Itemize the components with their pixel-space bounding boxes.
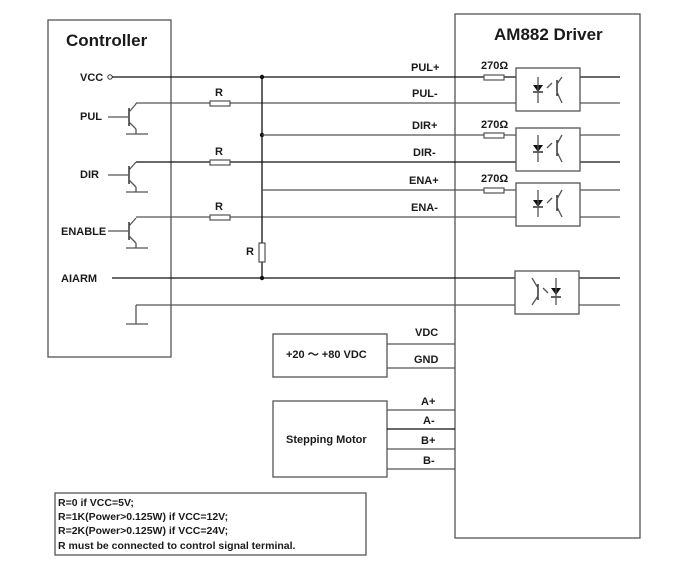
- notes-box: [54, 492, 367, 556]
- junction: [259, 275, 265, 281]
- driver-title: AM882 Driver: [494, 25, 603, 44]
- resistor-pul: [209, 100, 231, 107]
- resistor-alarm-label: R: [246, 246, 254, 258]
- pin-dir-label: DIR: [80, 169, 99, 181]
- note-line: R=0 if VCC=5V;: [58, 497, 134, 509]
- transistor-pul: [108, 103, 148, 135]
- junction: [259, 74, 265, 80]
- driver-input-pul-minus: PUL-: [412, 88, 438, 100]
- optocoupler-dir: [515, 127, 581, 172]
- note-line: R must be connected to control signal te…: [58, 540, 296, 552]
- driver-input-ena-plus: ENA+: [409, 175, 439, 187]
- vcc-terminal: [107, 74, 113, 80]
- transistor-enable: [108, 217, 148, 249]
- power-supply-label: +20 ～ +80 VDC: [286, 349, 367, 361]
- resistor-270-label: 270Ω: [481, 173, 508, 185]
- pin-enable-label: ENABLE: [61, 226, 106, 238]
- note-line: R=1K(Power>0.125W) if VCC=12V;: [58, 511, 228, 523]
- driver-input-dir-plus: DIR+: [412, 120, 437, 132]
- driver-a-plus-label: A+: [421, 396, 435, 408]
- resistor-enable-label: R: [215, 201, 223, 213]
- driver-input-pul-plus: PUL+: [411, 62, 439, 74]
- pin-vcc-label: VCC: [80, 72, 103, 84]
- resistor-pul-label: R: [215, 87, 223, 99]
- resistor-270-ena: [483, 187, 505, 194]
- driver-a-minus-label: A-: [423, 415, 435, 427]
- driver-b-minus-label: B-: [423, 455, 435, 467]
- resistor-dir-label: R: [215, 146, 223, 158]
- controller-box: [47, 19, 172, 358]
- driver-b-plus-label: B+: [421, 435, 435, 447]
- optocoupler-pul: [515, 67, 581, 112]
- driver-input-dir-minus: DIR-: [413, 147, 436, 159]
- driver-input-ena-minus: ENA-: [411, 202, 438, 214]
- power-supply-box: [272, 333, 388, 378]
- ground-symbol: [126, 305, 148, 325]
- resistor-270-pul: [483, 74, 505, 81]
- resistor-270-label: 270Ω: [481, 60, 508, 72]
- pin-alarm-label: AIARM: [61, 273, 97, 285]
- driver-vdc-label: VDC: [415, 327, 438, 339]
- driver-gnd-label: GND: [414, 354, 439, 366]
- pin-pul-label: PUL: [80, 111, 102, 123]
- transistor-dir: [108, 161, 148, 193]
- controller-title: Controller: [66, 31, 148, 50]
- optocoupler-ena: [515, 182, 581, 227]
- stepping-motor-label: Stepping Motor: [286, 434, 367, 446]
- resistor-alarm: [258, 242, 266, 263]
- resistor-enable: [209, 214, 231, 221]
- resistor-dir: [209, 159, 231, 166]
- note-line: R=2K(Power>0.125W) if VCC=24V;: [58, 525, 228, 537]
- stepping-motor-box: [272, 400, 388, 478]
- resistor-270-label: 270Ω: [481, 119, 508, 131]
- resistor-270-dir: [483, 132, 505, 139]
- optocoupler-alarm: [514, 270, 580, 315]
